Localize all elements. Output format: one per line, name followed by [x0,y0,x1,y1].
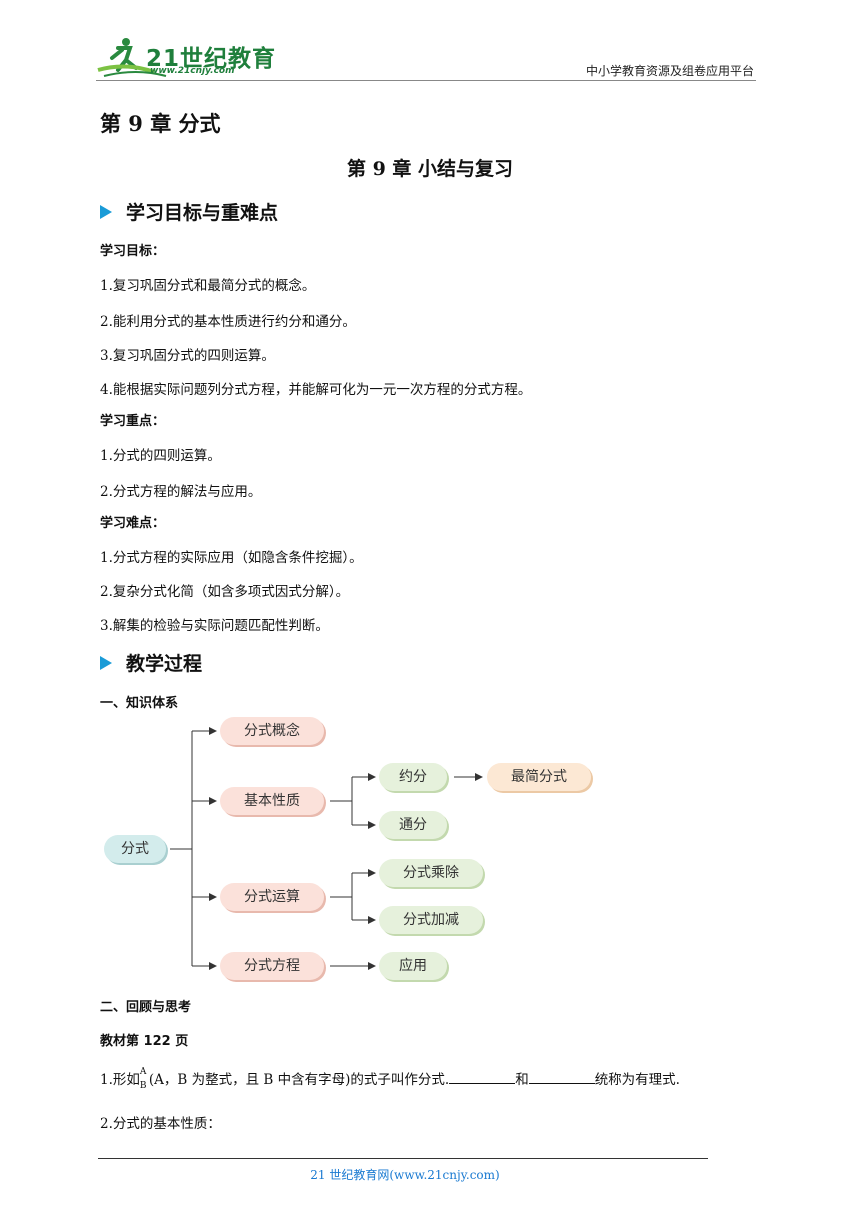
chapter-title: 第 9 章 分式 [100,111,221,136]
question-2: 2.分式的基本性质： [100,1116,221,1132]
goals-label: 学习目标： [100,244,166,259]
difficult-point-item: 1.分式方程的实际应用（如隐含条件挖掘）。 [100,550,363,566]
section-process-title: 教学过程 [126,653,203,675]
node-mul-div: 分式乘除 [379,859,483,887]
goal-item: 3.复习巩固分式的四则运算。 [100,348,275,364]
textbook-page-label: 教材第 122 页 [100,1034,189,1049]
goal-item: 1.复习巩固分式和最简分式的概念。 [100,278,316,294]
node-fraction-operation: 分式运算 [220,883,324,911]
q1-and: 和 [515,1072,529,1088]
q1-suffix: 统称为有理式. [594,1072,680,1088]
node-basic-property: 基本性质 [220,787,324,815]
q1-prefix: 1.形如 [100,1072,140,1088]
goal-item: 4.能根据实际问题列分式方程，并能解可化为一元一次方程的分式方程。 [100,382,532,398]
node-add-sub: 分式加减 [379,906,483,934]
node-reduce: 约分 [379,763,447,791]
node-fraction-concept: 分式概念 [220,717,324,745]
section-goals-heading: 学习目标与重难点 [100,198,278,225]
goal-item: 2.能利用分式的基本性质进行约分和通分。 [100,314,356,330]
footer-text[interactable]: 21 世纪教育网(www.21cnjy.com) [310,1168,500,1182]
review-label: 二、回顾与思考 [100,1000,192,1015]
key-points-label: 学习重点： [100,414,166,429]
q1-middle: (A，B 为整式，且 B 中含有字母)的式子叫作分式. [148,1072,450,1088]
page-subtitle: 第 9 章 小结与复习 [346,158,514,180]
difficult-point-item: 2.复杂分式化简（如含多项式因式分解）。 [100,584,350,600]
footer-divider [98,1158,708,1159]
section-process-heading: 教学过程 [100,649,202,676]
triangle-bullet-icon [100,204,112,219]
difficult-point-item: 3.解集的检验与实际问题匹配性判断。 [100,618,329,634]
node-application: 应用 [379,952,447,980]
header-divider [96,80,756,81]
section-goals-title: 学习目标与重难点 [126,202,279,224]
logo-text: 21世纪教育 [146,46,277,72]
logo-url: www.21cnjy.com [150,66,235,76]
node-fraction: 分式 [104,835,166,863]
node-simplest-fraction: 最简分式 [487,763,591,791]
q1-blank-1[interactable] [449,1069,516,1084]
knowledge-system-label: 一、知识体系 [100,696,179,711]
header-platform-text: 中小学教育资源及组卷应用平台 [585,64,754,78]
key-point-item: 1.分式的四则运算。 [100,448,221,464]
triangle-bullet-icon [100,655,112,670]
node-fraction-equation: 分式方程 [220,952,324,980]
q1-numerator: A [139,1066,147,1077]
q1-denominator: B [139,1080,147,1091]
node-common-denominator: 通分 [379,811,447,839]
key-point-item: 2.分式方程的解法与应用。 [100,484,262,500]
logo-runner-icon [97,38,167,77]
q1-blank-2[interactable] [528,1069,595,1084]
difficult-points-label: 学习难点： [100,516,166,531]
